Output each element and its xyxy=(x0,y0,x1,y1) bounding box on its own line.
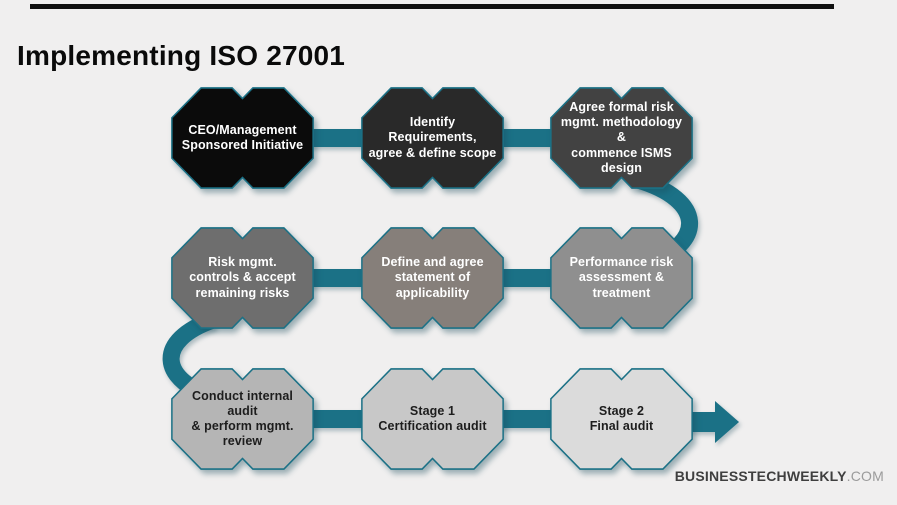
flow-node-label: Agree formal risk mgmt. methodology & co… xyxy=(560,99,683,175)
flow-node-label: CEO/Management Sponsored Initiative xyxy=(181,122,304,152)
double-octagon-shape xyxy=(171,368,314,470)
footer-brand: BUSINESSTECHWEEKLY.COM xyxy=(675,468,884,484)
top-accent-bar xyxy=(30,4,834,9)
footer-brand-name: BUSINESSTECHWEEKLY xyxy=(674,468,847,484)
flow-node-label: Risk mgmt. controls & accept remaining r… xyxy=(189,255,296,300)
double-octagon-shape xyxy=(550,87,693,189)
double-octagon-shape xyxy=(361,227,504,329)
flow-node-label: Stage 1 Certification audit xyxy=(378,403,487,433)
flow-node-label: Performance risk assessment & treatment xyxy=(569,255,674,300)
double-octagon-shape xyxy=(361,87,504,189)
double-octagon-shape xyxy=(550,227,693,329)
flow-node-step-3: Agree formal risk mgmt. methodology & co… xyxy=(549,86,694,190)
flow-node-label: Stage 2 Final audit xyxy=(589,403,654,433)
flow-node-step-7: Conduct internal audit & perform mgmt. r… xyxy=(170,367,315,471)
flow-node-step-4: Risk mgmt. controls & accept remaining r… xyxy=(170,226,315,330)
flow-node-step-6: Performance risk assessment & treatment xyxy=(549,226,694,330)
flow-node-step-5: Define and agree statement of applicabil… xyxy=(360,226,505,330)
double-octagon-shape xyxy=(550,368,693,470)
double-octagon-shape xyxy=(361,368,504,470)
double-octagon-shape xyxy=(171,227,314,329)
footer-brand-tld: .COM xyxy=(846,468,884,484)
flow-node-label: Define and agree statement of applicabil… xyxy=(381,255,484,300)
flow-node-step-8: Stage 1 Certification audit xyxy=(360,367,505,471)
flow-node-step-1: CEO/Management Sponsored Initiative xyxy=(170,86,315,190)
flow-node-label: Identify Requirements, agree & define sc… xyxy=(368,115,497,160)
flow-node-step-9: Stage 2 Final audit xyxy=(549,367,694,471)
flow-node-label: Conduct internal audit & perform mgmt. r… xyxy=(191,388,294,449)
flow-node-step-2: Identify Requirements, agree & define sc… xyxy=(360,86,505,190)
page-title: Implementing ISO 27001 xyxy=(17,39,346,71)
double-octagon-shape xyxy=(171,87,314,189)
